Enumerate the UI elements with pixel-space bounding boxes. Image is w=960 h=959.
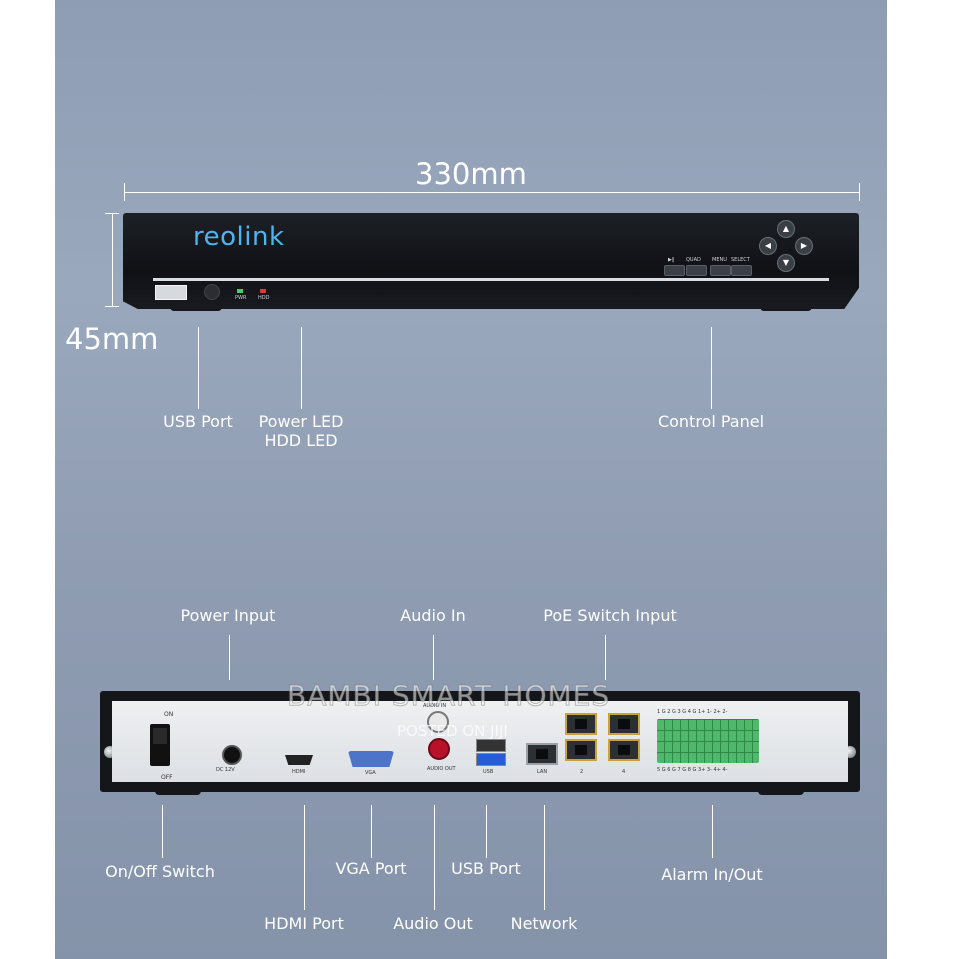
arrow-left-icon[interactable]: ◀ <box>759 237 777 255</box>
width-dimension-label: 330mm <box>415 157 527 191</box>
dc-label: DC 12V <box>216 767 235 773</box>
on-off-switch-label: On/Off Switch <box>105 862 215 881</box>
vga-port <box>348 751 394 767</box>
hdmi-label: HDMI <box>292 769 306 775</box>
nvr-rear-panel: ON OFF DC 12V HDMI VGA AUDIO IN AUDIO OU… <box>100 691 860 792</box>
height-tick-bottom <box>105 306 119 307</box>
vga-port-label: VGA Port <box>335 859 407 878</box>
poe-port-4 <box>608 739 640 761</box>
quad-button[interactable] <box>686 265 707 276</box>
vga-label: VGA <box>365 770 376 776</box>
pwr-led-label: PWR <box>235 295 247 301</box>
usb-rear-label: USB <box>483 769 494 775</box>
width-tick-left <box>124 183 125 201</box>
height-dimension-line <box>112 214 113 306</box>
poe-port-3 <box>608 713 640 735</box>
audio-in-port-label: AUDIO IN <box>423 703 447 709</box>
pwr-led <box>237 289 243 293</box>
width-dimension-line <box>125 192 860 193</box>
control-panel-callout-line <box>711 327 712 409</box>
power-input-callout-line <box>229 635 230 680</box>
network-callout-line <box>544 805 545 910</box>
poe-port-1 <box>565 713 597 735</box>
rear-foot-right <box>758 789 804 795</box>
poe-switch-input-label: PoE Switch Input <box>543 606 677 625</box>
vga-callout-line <box>371 805 372 858</box>
hdd-led-label: HDD <box>258 295 270 301</box>
control-panel-label: Control Panel <box>657 412 765 431</box>
nvr-front-panel: reolink PWR HDD ▶‖ QUAD MENU SELECT ▲ ◀ … <box>123 213 859 309</box>
usb-port-front-label: USB Port <box>163 412 233 431</box>
audio-in-label: Audio In <box>400 606 466 625</box>
quad-button-label: QUAD <box>686 257 701 263</box>
rear-plate: ON OFF DC 12V HDMI VGA AUDIO IN AUDIO OU… <box>112 701 848 782</box>
poe-4-label: 4 <box>622 769 626 775</box>
height-dimension-label: 45mm <box>65 322 159 356</box>
power-switch[interactable] <box>150 724 170 766</box>
usb-port-callout-line <box>198 327 199 409</box>
arrow-down-icon[interactable]: ▼ <box>777 254 795 272</box>
audio-out-port-label: AUDIO OUT <box>427 766 456 772</box>
select-button-label: SELECT <box>731 257 750 263</box>
alarm-terminal-block <box>657 719 759 763</box>
play-button[interactable] <box>664 265 685 276</box>
arrow-right-icon[interactable]: ▶ <box>795 237 813 255</box>
audio-out-callout-line <box>434 805 435 910</box>
audio-out-label: Audio Out <box>393 914 473 933</box>
audio-in-jack <box>427 711 449 733</box>
arrow-up-icon[interactable]: ▲ <box>777 220 795 238</box>
watermark-text: BAMBI SMART HOMES <box>286 679 611 713</box>
menu-button-label: MENU <box>712 257 727 263</box>
usb-port-rear-label: USB Port <box>451 859 521 878</box>
switch-callout-line <box>162 805 163 858</box>
ir-sensor <box>204 284 220 300</box>
poe-port-2 <box>565 739 597 761</box>
hdmi-port <box>285 755 313 765</box>
hdmi-callout-line <box>304 805 305 910</box>
height-tick-top <box>105 213 119 214</box>
usb-port-front <box>155 285 187 300</box>
alarm-top-labels: 1 G 2 G 3 G 4 G 1+ 1- 2+ 2- <box>657 709 728 715</box>
usb-port-rear-1 <box>476 739 506 752</box>
alarm-bottom-labels: 5 G 6 G 7 G 8 G 3+ 3- 4+ 4- <box>657 767 728 773</box>
poe-2-label: 2 <box>580 769 584 775</box>
brand-logo: reolink <box>193 222 285 252</box>
menu-button[interactable] <box>710 265 731 276</box>
product-diagram-panel: 330mm 45mm reolink PWR HDD ▶‖ QUAD MENU … <box>55 0 887 959</box>
audio-in-callout-line <box>433 635 434 680</box>
network-label: Network <box>510 914 578 933</box>
front-stripe <box>153 278 829 281</box>
audio-out-jack <box>428 738 450 760</box>
switch-off-label: OFF <box>161 774 173 781</box>
usb-rear-callout-line <box>486 805 487 858</box>
hdmi-port-label: HDMI Port <box>264 914 344 933</box>
switch-on-label: ON <box>164 711 174 718</box>
lan-label: LAN <box>537 769 548 775</box>
led-callout-line <box>301 327 302 409</box>
width-tick-right <box>859 183 860 201</box>
power-led-label: Power LED <box>258 412 344 431</box>
watermark-subtext: POSTED ON JIJI <box>397 722 508 740</box>
select-button[interactable] <box>731 265 752 276</box>
hdd-led <box>260 289 266 293</box>
alarm-callout-line <box>712 805 713 858</box>
hdd-led-label: HDD LED <box>264 431 338 450</box>
play-button-label: ▶‖ <box>668 257 675 263</box>
poe-callout-line <box>605 635 606 680</box>
rear-foot-left <box>155 789 201 795</box>
dc-power-jack <box>222 745 242 765</box>
usb-port-rear-2 <box>476 753 506 766</box>
lan-port <box>526 743 558 765</box>
alarm-in-out-label: Alarm In/Out <box>661 865 763 884</box>
power-input-label: Power Input <box>180 606 276 625</box>
